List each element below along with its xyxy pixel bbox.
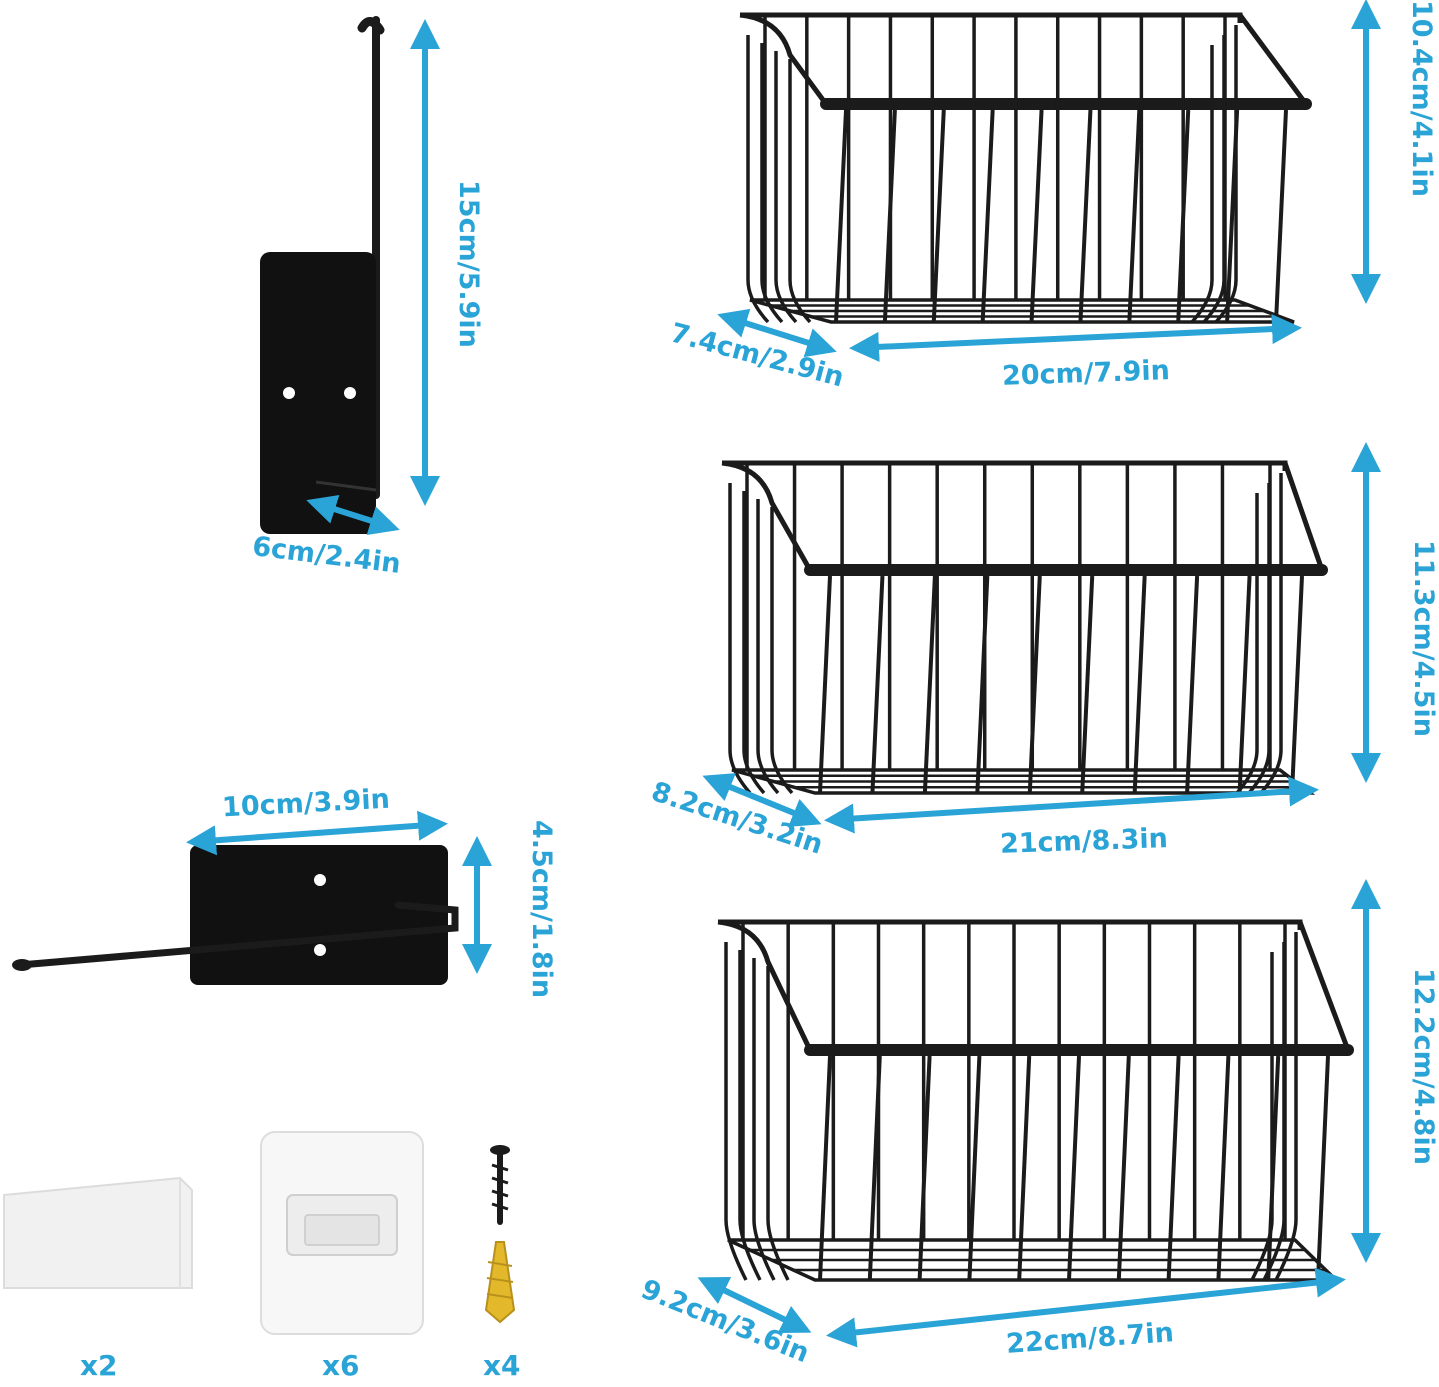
adhesive-strip [3, 1176, 193, 1289]
basket-medium-width-label: 21cm/8.3in [999, 823, 1169, 860]
basket-large-height-label: 12.2cm/4.8in [1408, 968, 1439, 1165]
adhesive-hook-plate [260, 1131, 424, 1335]
plate-quantity: x6 [322, 1349, 360, 1382]
basket-medium-width-arrow [824, 776, 1319, 834]
basket-small-width-arrow [849, 314, 1302, 362]
screw-quantity: x4 [483, 1349, 521, 1382]
basket-small-width-label: 20cm/7.9in [1001, 355, 1171, 392]
basket-small [739, 12, 1312, 324]
basket-large [717, 919, 1354, 1282]
basket-medium [721, 460, 1328, 795]
hook-height-label: 15cm/5.9in [453, 180, 484, 348]
bar-height-label: 4.5cm/1.8in [526, 820, 557, 999]
basket-small-height-label: 10.4cm/4.1in [1406, 0, 1437, 197]
basket-medium-depth-arrow [702, 773, 822, 827]
basket-large-depth-arrow [697, 1276, 812, 1334]
strip-quantity: x2 [80, 1349, 118, 1382]
vertical-hook [260, 16, 385, 534]
hook-depth-arrow [306, 494, 400, 536]
screws-and-anchors [484, 1145, 516, 1324]
basket-large-width-arrow [826, 1267, 1346, 1348]
basket-small-depth-arrow [717, 308, 837, 358]
towel-bar [12, 845, 459, 985]
bar-width-arrow [186, 810, 448, 856]
basket-medium-height-label: 11.3cm/4.5in [1408, 540, 1439, 737]
